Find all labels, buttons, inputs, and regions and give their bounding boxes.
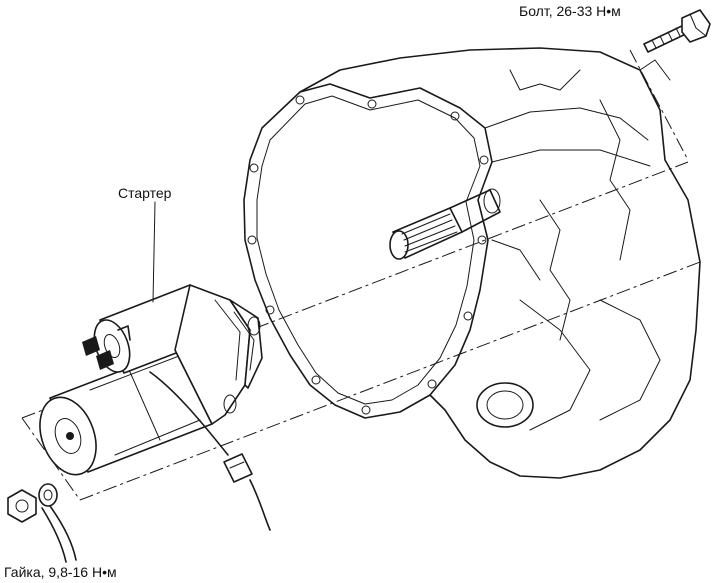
bolt-label: Болт, 26-33 Н•м: [519, 3, 621, 19]
bolt-icon: [643, 9, 711, 53]
starter-label: Стартер: [118, 185, 172, 201]
battery-cable-icon: [38, 483, 77, 563]
starter-motor-icon: [39, 284, 263, 476]
leader-lines: [152, 201, 156, 303]
nut-label: Гайка, 9,8-16 Н•м: [4, 564, 117, 580]
transmission-housing-icon: [243, 47, 701, 479]
wire-connector-icon: [149, 371, 271, 531]
flange-bolt-holes: [247, 95, 489, 415]
nut-icon: [7, 489, 37, 523]
